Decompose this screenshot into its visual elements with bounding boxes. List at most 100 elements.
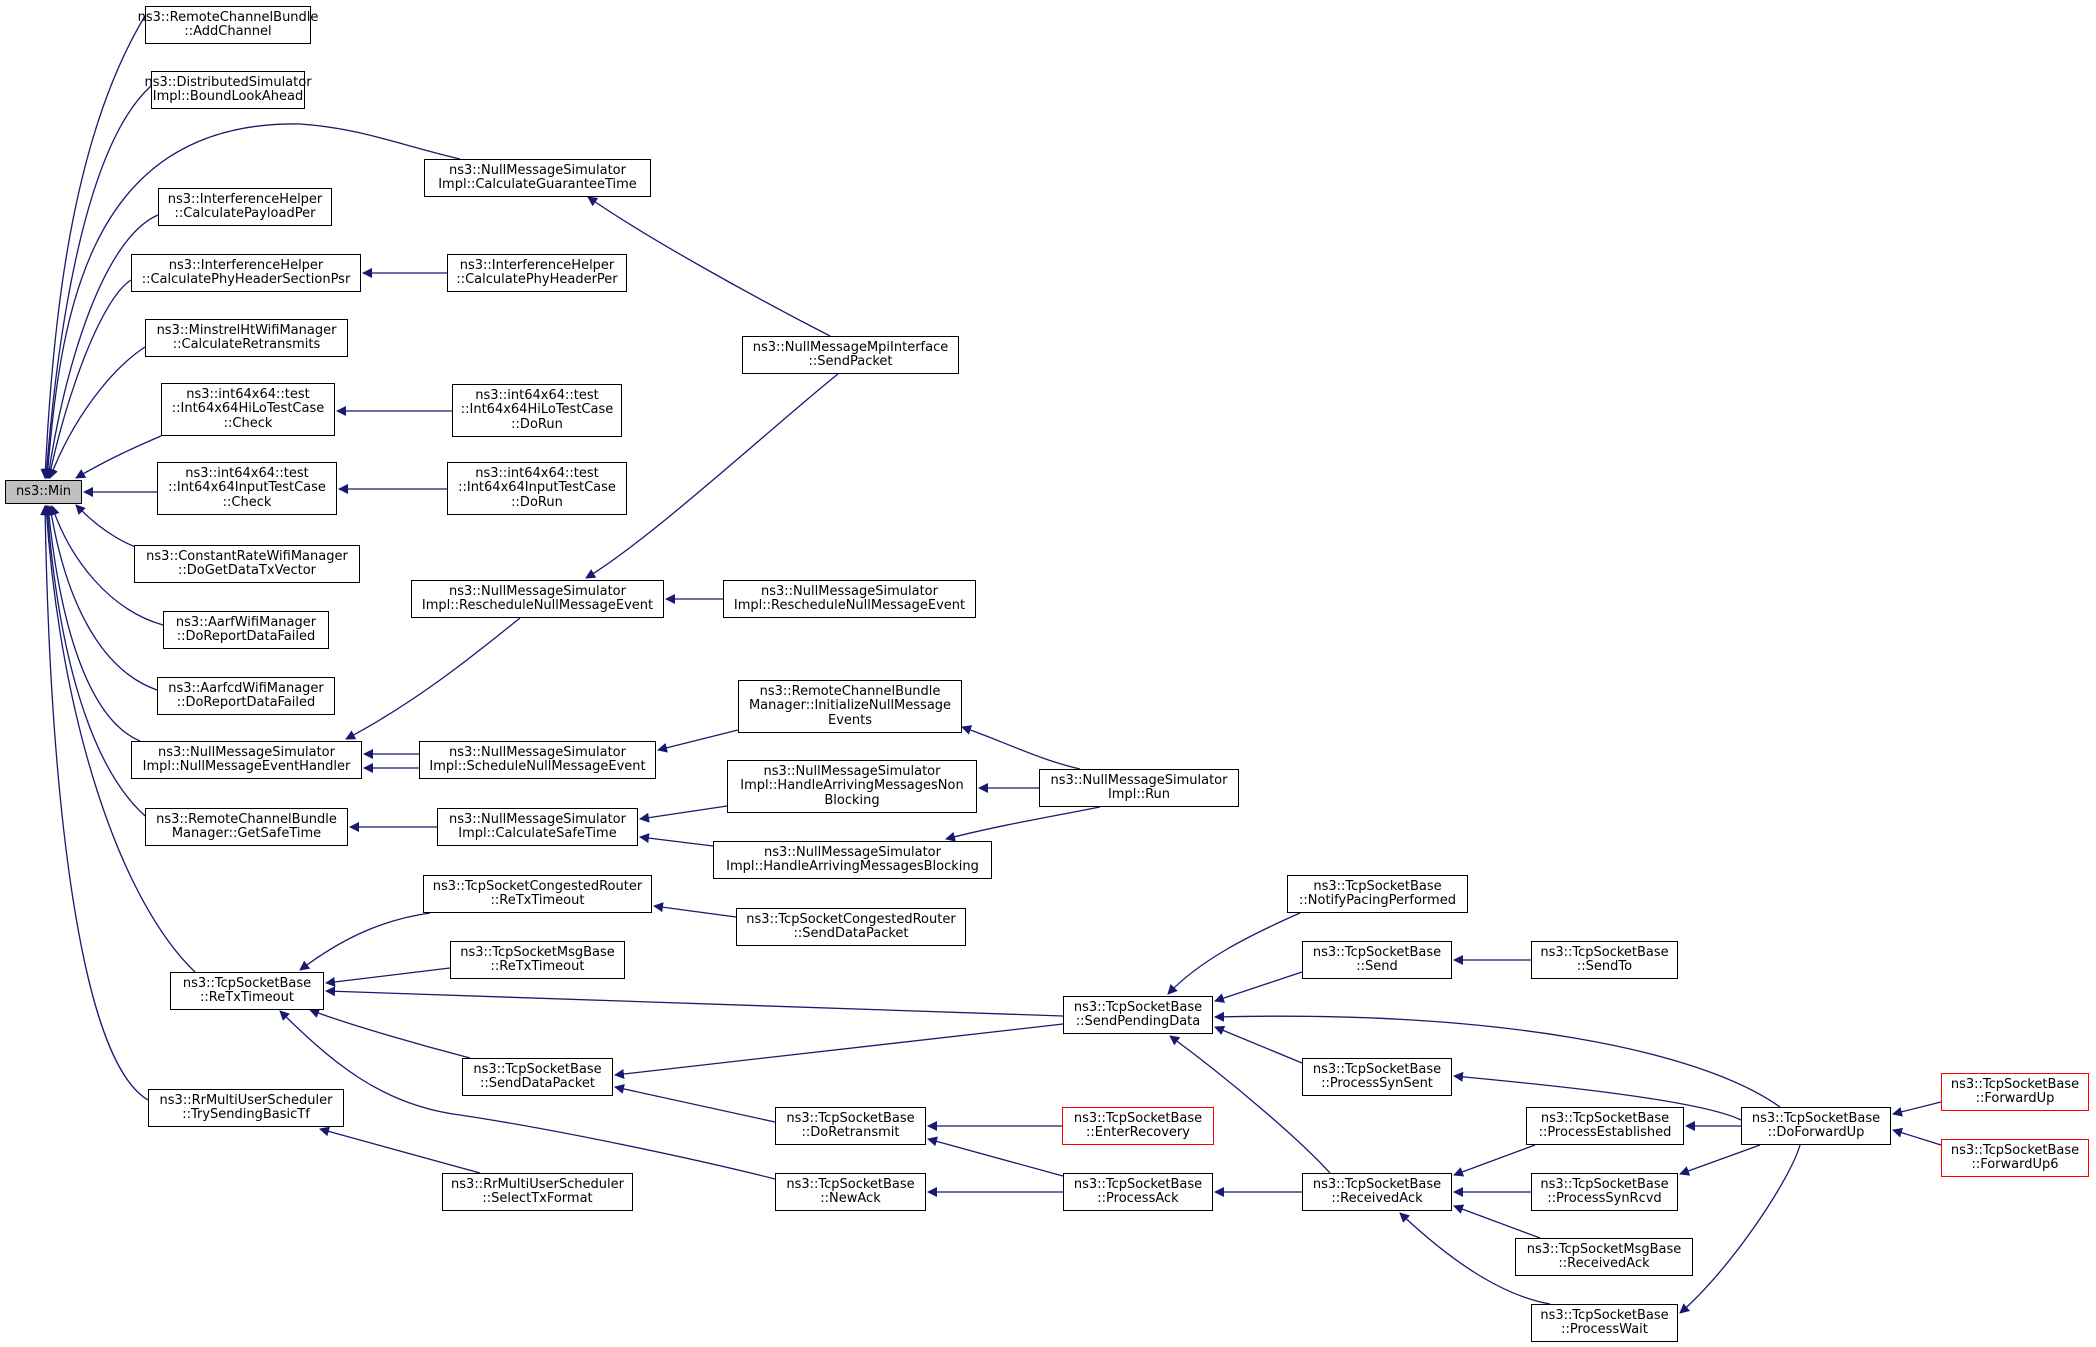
node-label-line: ns3::TcpSocketBase: [1312, 1061, 1442, 1077]
node-tsb-doforwardup[interactable]: ns3::TcpSocketBase::DoForwardUp: [1741, 1107, 1891, 1145]
node-aarfcd[interactable]: ns3::AarfcdWifiManager::DoReportDataFail…: [157, 677, 335, 715]
node-tsb-processack[interactable]: ns3::TcpSocketBase::ProcessAck: [1063, 1173, 1213, 1211]
node-tsmb-receivedack[interactable]: ns3::TcpSocketMsgBase::ReceivedAck: [1515, 1238, 1693, 1276]
node-label-line: ns3::TcpSocketBase: [786, 1176, 915, 1192]
node-label-line: Impl::RescheduleNullMessageEvent: [733, 598, 966, 613]
node-aarf[interactable]: ns3::AarfWifiManager::DoReportDataFailed: [163, 611, 329, 649]
node-hilo-dorun[interactable]: ns3::int64x64::test::Int64x64HiLoTestCas…: [452, 384, 622, 437]
node-tsmb-retx[interactable]: ns3::TcpSocketMsgBase::ReTxTimeout: [450, 941, 625, 979]
node-minstrel-retransmits[interactable]: ns3::MinstrelHtWifiManager::CalculateRet…: [145, 319, 348, 357]
edge-retx-tcpcr-retx: [299, 912, 431, 971]
node-input-dorun[interactable]: ns3::int64x64::test::Int64x64InputTestCa…: [447, 462, 627, 515]
edge-min-rrmus-trysending: [40, 505, 149, 1101]
node-label-line: ::ProcessWait: [1561, 1322, 1648, 1337]
node-tsb-forwardup[interactable]: ns3::TcpSocketBase::ForwardUp: [1941, 1073, 2089, 1111]
node-tsb-newack[interactable]: ns3::TcpSocketBase::NewAck: [775, 1173, 926, 1211]
edge-sendpending-doforwardup: [1214, 1011, 1781, 1108]
edge-calcsafetime-handleblocking: [639, 833, 714, 847]
node-tsb-doretransmit[interactable]: ns3::TcpSocketBase::DoRetransmit: [775, 1107, 926, 1145]
node-label-line: ::NotifyPacingPerformed: [1299, 893, 1456, 908]
node-tsb-processsynsent[interactable]: ns3::TcpSocketBase::ProcessSynSent: [1302, 1058, 1452, 1096]
node-label-line: ns3::NullMessageSimulator: [763, 763, 941, 779]
node-rcb-addchannel[interactable]: ns3::RemoteChannelBundle::AddChannel: [138, 6, 318, 44]
node-label-line: Impl::RescheduleNullMessageEvent: [421, 598, 654, 613]
node-label-line: Impl::CalculateGuaranteeTime: [438, 177, 637, 192]
node-tsb-retx[interactable]: ns3::TcpSocketBase::ReTxTimeout: [170, 972, 324, 1010]
node-label-line: ::CalculatePayloadPer: [174, 206, 316, 221]
node-label-line: Manager::InitializeNullMessage: [748, 698, 952, 714]
edge-retx-senddatapacket: [309, 1008, 471, 1059]
node-label-line: ns3::NullMessageMpiInterface: [752, 339, 949, 355]
edge-doforwardup-forwardup: [1892, 1101, 1942, 1117]
node-label-line: ::SendTo: [1576, 959, 1633, 974]
node-label-line: ns3::NullMessageSimulator: [449, 162, 626, 178]
edge-sendpending-processsynsent: [1214, 1025, 1303, 1064]
node-tcpcr-senddata[interactable]: ns3::TcpSocketCongestedRouter::SendDataP…: [736, 908, 966, 946]
edge-min-ih-payloadper: [44, 214, 159, 479]
edge-retx-sendpending: [325, 986, 1064, 1017]
node-label-line: Manager::GetSafeTime: [171, 826, 322, 841]
node-label-line: ::SendPendingData: [1075, 1014, 1201, 1029]
node-label-line: ::Int64x64HiLoTestCase: [171, 401, 325, 417]
node-label-line: ::Check: [222, 494, 272, 510]
node-tsb-receivedack[interactable]: ns3::TcpSocketBase::ReceivedAck: [1302, 1173, 1452, 1211]
node-label-line: ns3::Min: [15, 483, 72, 499]
edge-min-nmsi-handler: [43, 505, 141, 742]
edge-nmmpi-reschedule: [585, 373, 839, 579]
node-rrmus-selecttx[interactable]: ns3::RrMultiUserScheduler::SelectTxForma…: [442, 1173, 633, 1211]
edge-min-aarfcd: [46, 505, 158, 691]
node-label-line: ns3::NullMessageSimulator: [158, 744, 335, 760]
node-constantrate[interactable]: ns3::ConstantRateWifiManager::DoGetDataT…: [134, 545, 360, 583]
node-label-line: ::Check: [223, 415, 273, 431]
node-label-line: ns3::NullMessageSimulator: [1050, 772, 1228, 788]
node-label-line: ::NewAck: [820, 1191, 881, 1206]
node-tsb-processwait[interactable]: ns3::TcpSocketBase::ProcessWait: [1531, 1304, 1678, 1342]
node-hilo-check[interactable]: ns3::int64x64::test::Int64x64HiLoTestCas…: [161, 383, 335, 436]
node-tcpcr-retx[interactable]: ns3::TcpSocketCongestedRouter::ReTxTimeo…: [423, 875, 652, 913]
edge-min-dsi-boundlookahead: [41, 85, 152, 479]
node-tsb-sendpending[interactable]: ns3::TcpSocketBase::SendPendingData: [1063, 996, 1213, 1034]
edge-guarantee-nmmpi: [587, 196, 831, 337]
node-tsb-send[interactable]: ns3::TcpSocketBase::Send: [1302, 941, 1452, 979]
node-tsb-notifypacing[interactable]: ns3::TcpSocketBase::NotifyPacingPerforme…: [1287, 875, 1468, 913]
node-label-line: ns3::TcpSocketBase: [1073, 1110, 1203, 1126]
edge-schedule-initnull: [657, 729, 739, 753]
node-label-line: ::ReTxTimeout: [200, 990, 294, 1005]
node-label-line: ns3::TcpSocketBase: [1313, 878, 1442, 894]
node-label-line: ::Send: [1356, 959, 1398, 974]
node-tsb-processsynrcvd[interactable]: ns3::TcpSocketBase::ProcessSynRcvd: [1531, 1173, 1678, 1211]
node-tsb-forwardup6[interactable]: ns3::TcpSocketBase::ForwardUp6: [1941, 1139, 2089, 1177]
node-tsb-processestablished[interactable]: ns3::TcpSocketBase::ProcessEstablished: [1526, 1107, 1684, 1145]
node-label-line: ns3::NullMessageSimulator: [449, 583, 626, 599]
node-ih-phyheadersectionpsr[interactable]: ns3::InterferenceHelper::CalculatePhyHea…: [131, 254, 361, 292]
edge-initnull-run: [961, 725, 1081, 770]
node-ih-phyheaderper[interactable]: ns3::InterferenceHelper::CalculatePhyHea…: [447, 254, 627, 292]
node-label-line: ns3::TcpSocketBase: [1073, 1176, 1203, 1192]
node-label-line: ::ReceivedAck: [1558, 1256, 1650, 1271]
node-label-line: ns3::TcpSocketBase: [1540, 1176, 1669, 1192]
node-nmmpi-sendpacket[interactable]: ns3::NullMessageMpiInterface::SendPacket: [742, 336, 959, 374]
node-rrmus-trysending[interactable]: ns3::RrMultiUserScheduler::TrySendingBas…: [148, 1089, 344, 1127]
node-input-check[interactable]: ns3::int64x64::test::Int64x64InputTestCa…: [157, 462, 337, 515]
node-label-line: ::ForwardUp6: [1971, 1157, 2059, 1172]
node-tsb-senddatapacket[interactable]: ns3::TcpSocketBase::SendDataPacket: [462, 1058, 613, 1096]
edge-min-nmsi-calcguarantee: [42, 123, 461, 479]
edge-processsynsent-doforwardup: [1453, 1071, 1742, 1121]
node-tsb-sendto[interactable]: ns3::TcpSocketBase::SendTo: [1531, 941, 1678, 979]
node-label-line: Impl::HandleArrivingMessagesNon: [740, 778, 964, 794]
edge-doforwardup-processwait: [1679, 1144, 1801, 1314]
node-tsb-enterrecovery[interactable]: ns3::TcpSocketBase::EnterRecovery: [1062, 1107, 1214, 1145]
node-ih-payloadper[interactable]: ns3::InterferenceHelper::CalculatePayloa…: [158, 188, 332, 226]
